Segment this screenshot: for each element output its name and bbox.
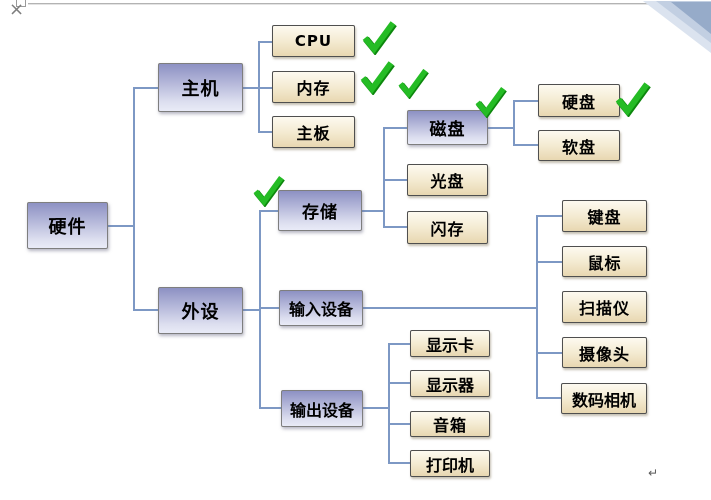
connector-line	[243, 309, 259, 311]
connector-line	[133, 87, 158, 89]
connector-line	[133, 87, 135, 311]
connector-line	[383, 179, 407, 181]
node-storage[interactable]: 存储	[278, 190, 362, 231]
connector-line	[363, 407, 388, 409]
connector-line	[536, 397, 562, 399]
node-host[interactable]: 主机	[158, 63, 243, 112]
connector-line	[513, 144, 538, 146]
node-monitor[interactable]: 显示器	[410, 370, 490, 397]
connector-line	[513, 100, 515, 146]
node-keyboard[interactable]: 键盘	[562, 200, 647, 232]
node-memory[interactable]: 内存	[272, 71, 355, 103]
connector-line	[513, 100, 538, 102]
image-frame-top-edge	[28, 3, 711, 5]
connector-line	[243, 87, 258, 89]
connector-line	[388, 343, 390, 463]
connector-line	[362, 210, 383, 212]
connector-line	[258, 41, 272, 43]
paragraph-mark: ↵	[648, 466, 659, 480]
image-handle-square	[16, 0, 26, 7]
node-printer[interactable]: 打印机	[410, 450, 490, 477]
connector-line	[536, 261, 562, 263]
connector-line	[383, 127, 385, 228]
node-digital-camera[interactable]: 数码相机	[561, 383, 647, 414]
node-speaker[interactable]: 音箱	[410, 411, 490, 437]
node-flash-memory[interactable]: 闪存	[407, 211, 488, 244]
connector-line	[133, 309, 158, 311]
node-scanner[interactable]: 扫描仪	[562, 291, 647, 323]
connector-line	[258, 131, 272, 133]
connector-line	[383, 127, 407, 129]
node-disk[interactable]: 磁盘	[407, 110, 488, 145]
connector-line	[536, 352, 562, 354]
node-mouse[interactable]: 鼠标	[562, 246, 647, 277]
connector-line	[388, 382, 410, 384]
connector-line	[536, 215, 562, 217]
connector-line	[383, 226, 407, 228]
node-cpu[interactable]: CPU	[272, 25, 355, 57]
connector-line	[488, 127, 513, 129]
checkmark-icon	[252, 173, 285, 208]
connector-line	[536, 215, 538, 398]
checkmark-icon	[359, 58, 395, 96]
connector-line	[388, 423, 410, 425]
node-hardware[interactable]: 硬件	[27, 202, 108, 249]
checkmark-icon	[361, 18, 397, 56]
connector-line	[259, 210, 278, 212]
node-graphics-card[interactable]: 显示卡	[410, 330, 490, 357]
node-motherboard[interactable]: 主板	[272, 116, 355, 148]
checkmark-icon	[397, 66, 429, 100]
node-optical-disk[interactable]: 光盘	[407, 164, 488, 196]
connector-line	[388, 343, 410, 345]
connector-line	[259, 307, 279, 309]
node-floppy-disk[interactable]: 软盘	[538, 130, 620, 161]
checkmark-icon	[474, 84, 507, 119]
connector-line	[259, 407, 281, 409]
node-input-devices[interactable]: 输入设备	[279, 290, 363, 326]
node-webcam[interactable]: 摄像头	[562, 337, 647, 368]
node-output-devices[interactable]: 输出设备	[281, 390, 363, 427]
close-icon[interactable]: ×	[9, 0, 25, 20]
node-hard-disk[interactable]: 硬盘	[538, 84, 620, 117]
checkmark-icon	[614, 79, 651, 118]
connector-line	[258, 87, 272, 89]
connector-line	[259, 210, 261, 409]
connector-line	[388, 462, 410, 464]
connector-line	[108, 225, 133, 227]
node-peripherals[interactable]: 外设	[158, 287, 243, 334]
connector-line	[363, 307, 536, 309]
